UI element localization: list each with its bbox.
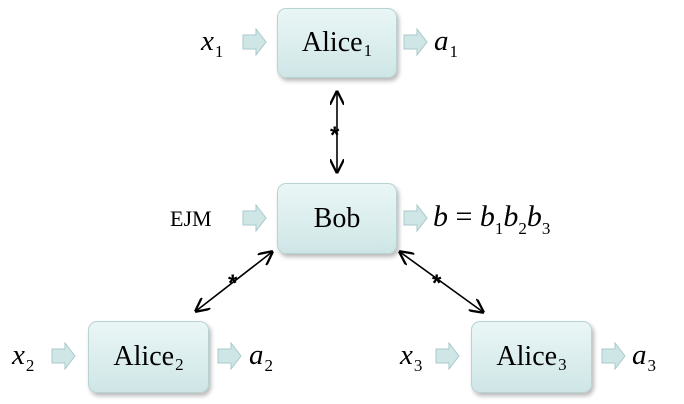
input-symbol: x: [400, 339, 413, 371]
link-bob-alice2: [196, 252, 272, 311]
output-symbol: b: [433, 200, 448, 233]
block-arrow-icon: [435, 341, 460, 371]
output-subscript: 1: [494, 219, 504, 238]
block-arrow-icon: [403, 27, 428, 57]
output-subscript: 2: [264, 356, 274, 375]
link-marker: *: [432, 270, 442, 297]
output-symbol: a: [249, 339, 264, 371]
output-a3: a3: [632, 339, 656, 375]
output-b-equation: b = b1b2b3: [433, 200, 550, 238]
output-symbol: a: [434, 25, 449, 57]
output-subscript: 2: [518, 219, 527, 238]
link-marker: *: [228, 270, 238, 297]
link-marker: *: [330, 122, 340, 149]
input-symbol: x: [201, 25, 214, 57]
input-subscript: 3: [413, 356, 423, 375]
block-arrow-icon: [242, 27, 267, 57]
input-x2: x2: [12, 339, 34, 375]
node-label: Alice: [113, 341, 175, 372]
block-arrow-icon: [601, 341, 626, 371]
block-arrow-icon: [217, 341, 242, 371]
input-x3: x3: [400, 339, 422, 375]
output-symbol: b: [503, 200, 519, 233]
output-a1: a1: [434, 25, 458, 61]
node-label: Alice: [496, 341, 558, 372]
input-subscript: 1: [214, 42, 224, 61]
node-bob: Bob: [277, 183, 397, 254]
link-bob-alice3: [400, 252, 483, 312]
equals-sign: =: [448, 200, 480, 233]
output-subscript: 3: [647, 356, 657, 375]
node-subscript: 3: [558, 355, 567, 374]
node-subscript: 2: [175, 355, 184, 374]
input-x1: x1: [201, 25, 223, 61]
block-arrow-icon: [242, 203, 267, 233]
node-subscript: 1: [363, 41, 373, 60]
input-ejm: EJM: [170, 206, 212, 231]
output-subscript: 1: [449, 42, 459, 61]
node-label: Alice: [301, 27, 363, 58]
input-symbol: x: [12, 339, 25, 371]
block-arrow-icon: [51, 341, 76, 371]
output-subscript: 3: [541, 219, 551, 238]
node-label: Bob: [313, 202, 361, 234]
output-symbol: b: [526, 200, 542, 233]
block-arrow-icon: [403, 203, 428, 233]
output-a2: a2: [249, 339, 273, 375]
output-symbol: b: [479, 200, 495, 233]
input-subscript: 2: [25, 356, 35, 375]
output-symbol: a: [632, 339, 647, 371]
